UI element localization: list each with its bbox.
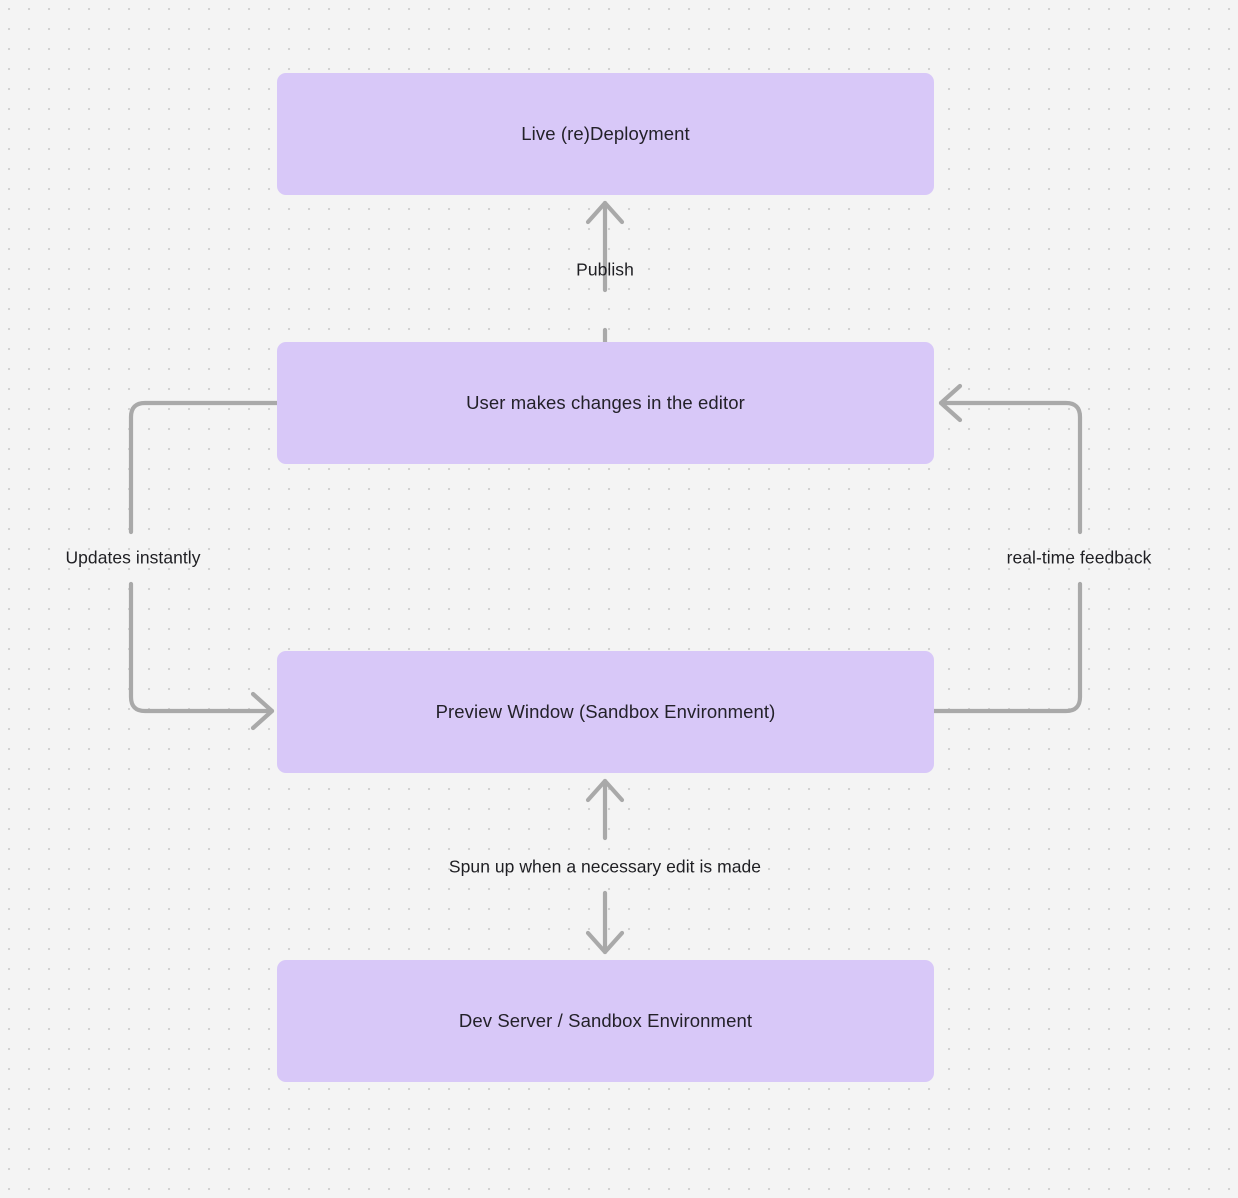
edge-label-updates-instantly: Updates instantly	[65, 547, 201, 568]
edge-label-spun-up: Spun up when a necessary edit is made	[448, 856, 762, 877]
node-preview-window[interactable]: Preview Window (Sandbox Environment)	[277, 651, 934, 773]
node-label: Dev Server / Sandbox Environment	[458, 1010, 753, 1032]
edge-label-publish: Publish	[576, 259, 634, 280]
node-user-makes-changes[interactable]: User makes changes in the editor	[277, 342, 934, 464]
edge-label-real-time-feedback: real-time feedback	[1006, 547, 1152, 568]
node-label: User makes changes in the editor	[466, 392, 745, 414]
node-label: Preview Window (Sandbox Environment)	[435, 701, 776, 723]
node-dev-server[interactable]: Dev Server / Sandbox Environment	[277, 960, 934, 1082]
node-label: Live (re)Deployment	[521, 123, 690, 145]
node-live-redeployment[interactable]: Live (re)Deployment	[277, 73, 934, 195]
